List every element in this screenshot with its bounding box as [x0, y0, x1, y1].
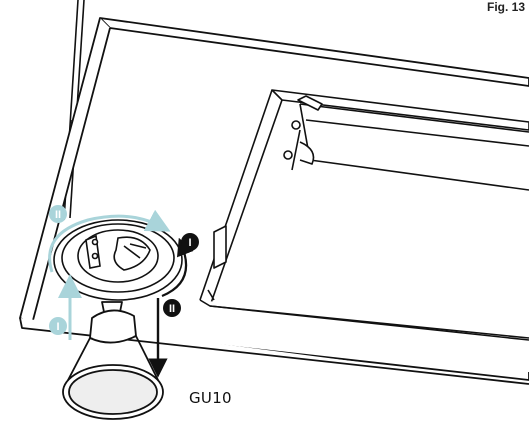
svg-text:I: I	[56, 321, 59, 333]
install-rotate-arrow	[48, 209, 171, 273]
gu10-lamp	[62, 301, 164, 420]
lamp-type-label: GU10	[189, 389, 232, 407]
recessed-box	[199, 89, 529, 341]
lamp-socket	[53, 219, 183, 301]
svg-text:I: I	[188, 237, 191, 249]
badge-remove-1: I	[181, 233, 199, 251]
svg-text:II: II	[55, 209, 61, 221]
badge-install-1: I	[49, 317, 67, 335]
ceiling-panel	[19, 17, 529, 385]
figure-label: Fig. 13	[486, 0, 525, 14]
badge-remove-2: II	[163, 299, 181, 317]
svg-text:II: II	[169, 303, 175, 315]
badge-install-2: II	[49, 205, 67, 223]
remove-rotate-arrow	[161, 237, 194, 298]
